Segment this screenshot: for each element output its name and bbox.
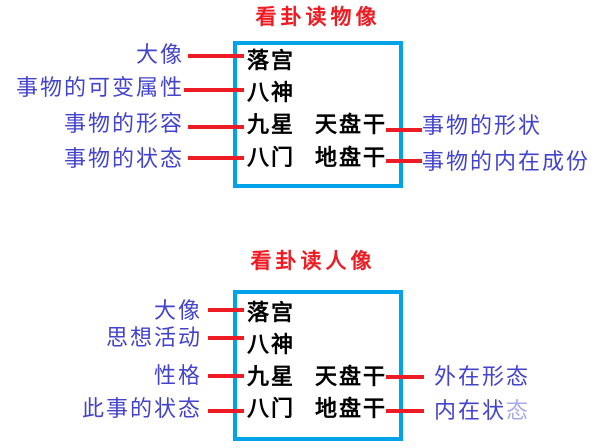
diagram2-title: 看卦读人像 [250, 250, 376, 273]
right-label: 事物的形状 [422, 114, 542, 138]
box-item-luogong: 落宫 [247, 48, 296, 73]
right-label: 外在形态 [434, 365, 530, 389]
connector-line [386, 375, 424, 379]
box-item-bamen: 八门 [247, 396, 296, 421]
connector-line [188, 54, 244, 58]
box-item-bashen: 八神 [247, 332, 296, 357]
box-item-bamen: 八门 [247, 145, 296, 170]
connector-line [208, 308, 244, 312]
right-label: 内在状态 [434, 399, 530, 423]
box-item-tianpangan: 天盘干 [315, 112, 388, 137]
connector-line [188, 125, 244, 129]
left-label: 大像 [135, 42, 184, 67]
right-label-text: 外在形态 [434, 364, 531, 389]
connector-line [386, 409, 424, 413]
box-item-dipangan: 地盘干 [315, 396, 388, 421]
diagram1-title: 看卦读物像 [255, 6, 381, 29]
connector-line [208, 374, 244, 378]
box-item-dipangan: 地盘干 [315, 145, 388, 170]
right-label-faded-text: 态 [506, 398, 531, 423]
diagram2-box [233, 290, 403, 441]
right-label-text: 内在状 [434, 398, 507, 423]
connector-line [386, 159, 422, 163]
right-label-text: 事物的形状 [422, 113, 543, 138]
left-label: 思想活动 [105, 325, 202, 350]
connector-line [208, 336, 244, 340]
left-label: 此事的状态 [81, 396, 202, 421]
connector-line [208, 409, 244, 413]
left-label: 性格 [153, 363, 202, 388]
connector-line [188, 156, 244, 160]
diagram1-box [233, 41, 403, 188]
right-label-text: 事物的内在成份 [422, 149, 591, 174]
left-label: 事物的可变属性 [15, 75, 184, 100]
left-label: 大像 [153, 298, 202, 323]
box-item-luogong: 落宫 [247, 300, 296, 325]
box-item-jiuxing: 九星 [247, 364, 296, 389]
box-item-jiuxing: 九星 [247, 112, 296, 137]
connector-line [386, 128, 422, 132]
left-label: 事物的状态 [63, 146, 184, 171]
box-item-bashen: 八神 [247, 80, 296, 105]
box-item-tianpangan: 天盘干 [315, 364, 388, 389]
right-label: 事物的内在成份 [422, 150, 590, 174]
left-label: 事物的形容 [63, 111, 184, 136]
connector-line [184, 88, 244, 92]
